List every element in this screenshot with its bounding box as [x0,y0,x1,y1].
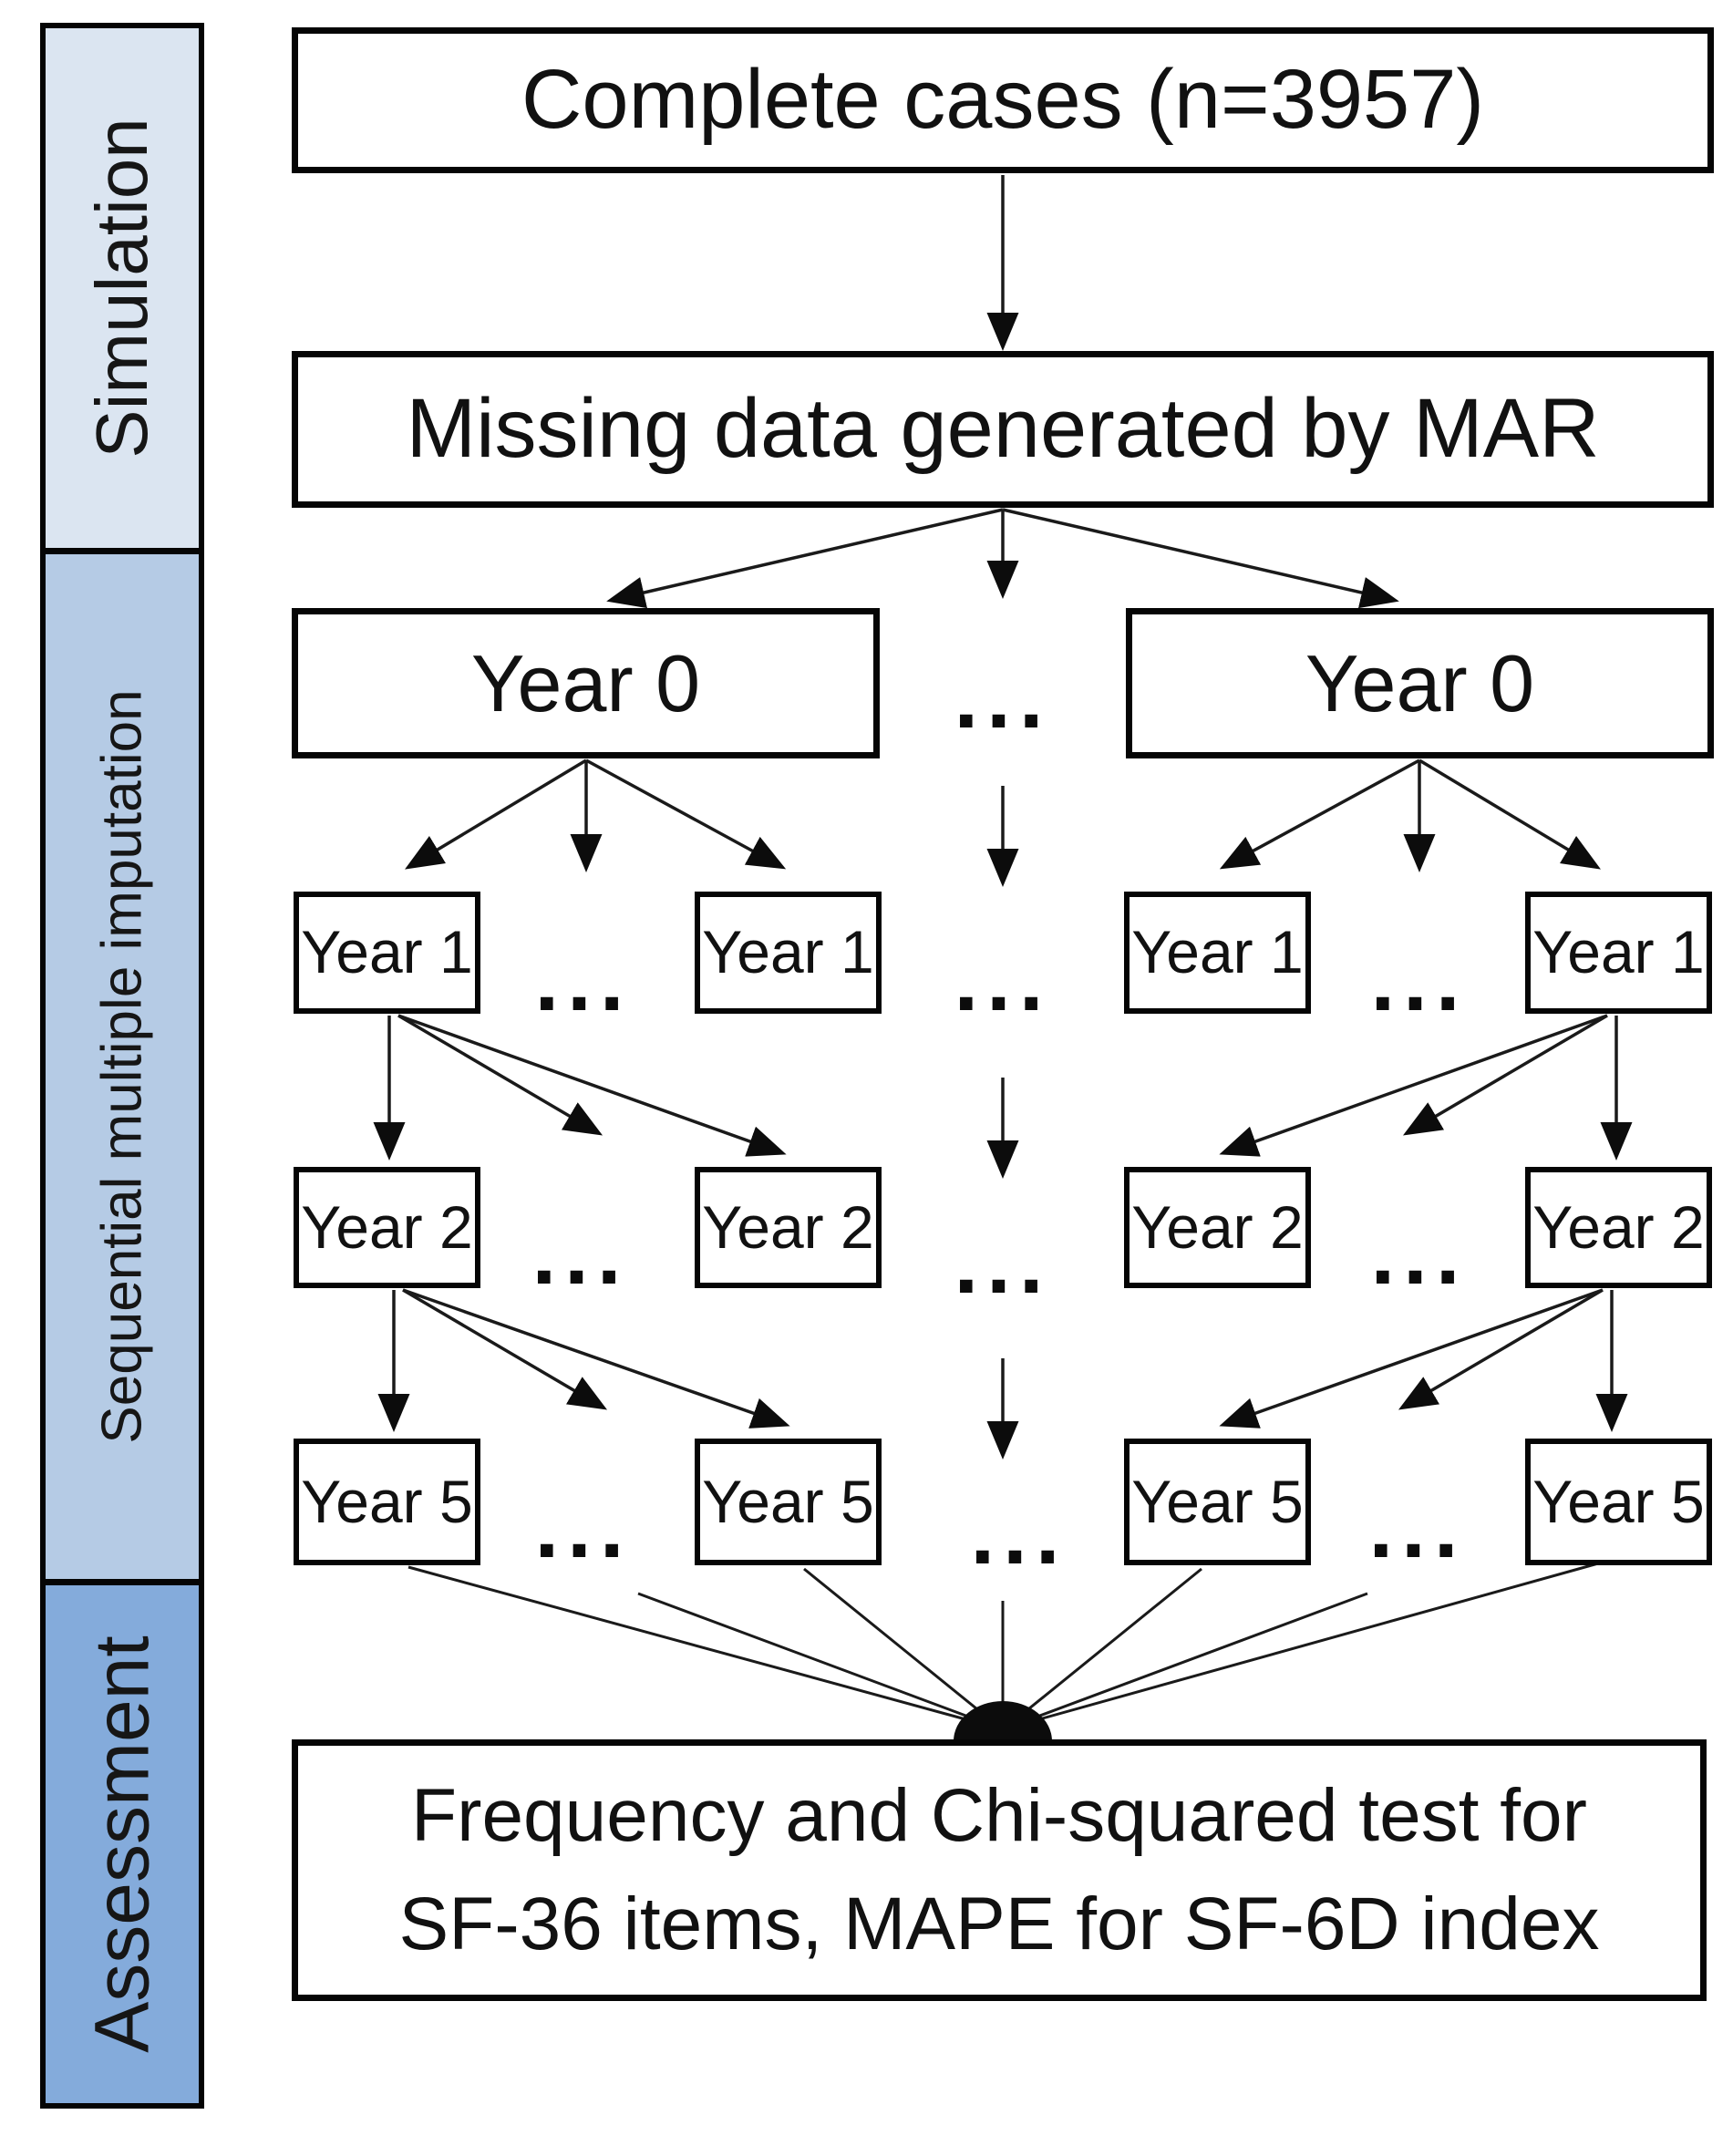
year0-box-left: Year 0 [292,608,880,758]
arrow-l0-to-l1a [405,758,587,870]
year2-label: Year 2 [1131,1192,1304,1261]
arrow-r0-to-r1a [1219,758,1420,870]
year1-box-right-a: Year 1 [1124,892,1311,1014]
ellipsis-year5-middle: ... [970,1485,1068,1583]
assessment-result-box: Frequency and Chi-squared test for SF-36… [292,1739,1707,2001]
ellipsis-year2-right: ... [1370,1205,1469,1303]
sidebar-label-assessment: Assessment [78,1635,165,2053]
sidebar-label-simulation: Simulation [81,118,162,459]
missing-data-label: Missing data generated by MAR [406,382,1600,476]
line-l5b-to-assessment [803,1567,1002,1730]
year0-right-label: Year 0 [1305,637,1535,728]
year1-label: Year 1 [702,918,874,986]
year0-box-right: Year 0 [1126,608,1714,758]
year5-box-left-a: Year 5 [294,1439,480,1565]
arrow-l0-to-l1b [585,758,787,870]
year5-box-left-b: Year 5 [695,1439,882,1565]
arrow-r2b-to-r5a [1219,1288,1604,1429]
ellipsis-year5-left: ... [534,1479,633,1576]
line-r5b-to-assessment [1006,1562,1599,1730]
year0-left-label: Year 0 [470,637,701,728]
year5-label: Year 5 [1532,1467,1705,1535]
ellipsis-year5-right: ... [1368,1479,1467,1576]
arrow-l1a-to-dots [397,1014,603,1136]
sidebar-section-sequential-multiple-imputation: Sequential multiple imputation [40,549,204,1584]
sidebar-section-assessment: Assessment [40,1580,204,2109]
assessment-result-line2: SF-36 items, MAPE for SF-6D index [398,1882,1600,1965]
ellipsis-year1-left: ... [534,932,633,1029]
arrow-l2a-to-l5b [402,1288,790,1429]
arrow-r1b-to-dots [1402,1014,1608,1136]
line-l5a-to-assessment [407,1565,1000,1730]
arrow-missing-to-year0-right [1002,508,1399,609]
convergence-arrowhead [954,1701,1052,1741]
year5-label: Year 5 [1131,1467,1304,1535]
complete-cases-box: Complete cases (n=3957) [292,27,1714,173]
year2-label: Year 2 [702,1192,874,1261]
year1-label: Year 1 [1131,918,1304,986]
year1-box-right-b: Year 1 [1525,892,1712,1014]
year2-box-left-b: Year 2 [695,1167,882,1288]
arrow-missing-to-year0-left [606,508,1004,609]
line-ldots-to-assessment [637,1592,1001,1730]
assessment-result-line1: Frequency and Chi-squared test for [411,1773,1587,1857]
year2-label: Year 2 [1532,1192,1705,1261]
arrow-r1b-to-r2a [1219,1014,1608,1157]
ellipsis-year2-middle: ... [954,1214,1052,1312]
arrow-l2a-to-dots [402,1288,608,1410]
ellipsis-year2-left: ... [531,1205,630,1303]
arrow-l1a-to-l2b [397,1014,787,1157]
year1-box-left-b: Year 1 [695,892,882,1014]
year5-box-right-a: Year 5 [1124,1439,1311,1565]
sidebar-section-simulation: Simulation [40,23,204,553]
line-rdots-to-assessment [1005,1592,1368,1730]
year5-label: Year 5 [702,1467,874,1535]
year5-box-right-b: Year 5 [1525,1439,1712,1565]
sidebar-label-sequential-multiple-imputation: Sequential multiple imputation [90,689,154,1444]
arrow-r2b-to-dots [1398,1288,1604,1410]
line-r5a-to-assessment [1004,1567,1202,1730]
arrow-r0-to-r1b [1418,758,1601,870]
year2-box-left-a: Year 2 [294,1167,480,1288]
ellipsis-year0-middle: ... [954,649,1052,747]
year1-label: Year 1 [1532,918,1705,986]
year2-label: Year 2 [301,1192,473,1261]
year1-label: Year 1 [301,918,473,986]
ellipsis-year1-middle: ... [954,932,1052,1029]
year5-label: Year 5 [301,1467,473,1535]
missing-data-box: Missing data generated by MAR [292,351,1714,508]
ellipsis-year1-right: ... [1370,932,1469,1029]
year2-box-right-a: Year 2 [1124,1167,1311,1288]
year1-box-left-a: Year 1 [294,892,480,1014]
complete-cases-label: Complete cases (n=3957) [521,53,1485,147]
year2-box-right-b: Year 2 [1525,1167,1712,1288]
